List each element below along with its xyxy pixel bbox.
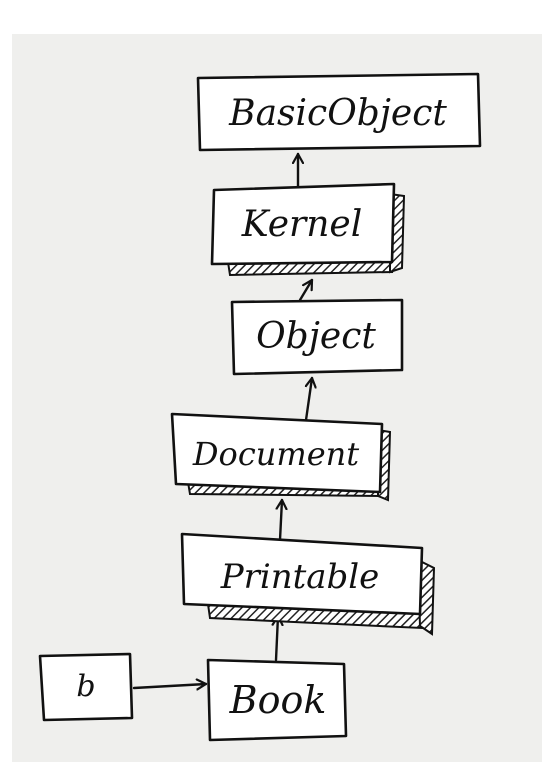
arrow-instance-b-to-book [132, 684, 208, 688]
book-label: Book [229, 678, 327, 722]
arrow-object-to-kernel [298, 278, 314, 302]
basic-object-class-box: BasicObject [196, 72, 482, 152]
instance-b-box: b [38, 652, 134, 722]
document-module-box: Document [170, 412, 384, 494]
document-label: Document [192, 435, 359, 473]
inheritance-arrows [132, 152, 314, 688]
printable-label: Printable [220, 557, 380, 597]
object-class-box: Object [230, 298, 404, 376]
arrow-book-to-printable [276, 614, 278, 662]
kernel-label: Kernel [241, 204, 362, 245]
book-class-box: Book [206, 658, 348, 742]
kernel-module-box: Kernel [210, 182, 396, 266]
instance-b-label: b [76, 669, 95, 704]
object-label: Object [256, 316, 376, 357]
basic-object-label: BasicObject [228, 93, 447, 134]
arrow-printable-to-document [280, 498, 282, 542]
arrow-document-to-object [306, 376, 312, 422]
printable-module-box: Printable [180, 532, 424, 616]
